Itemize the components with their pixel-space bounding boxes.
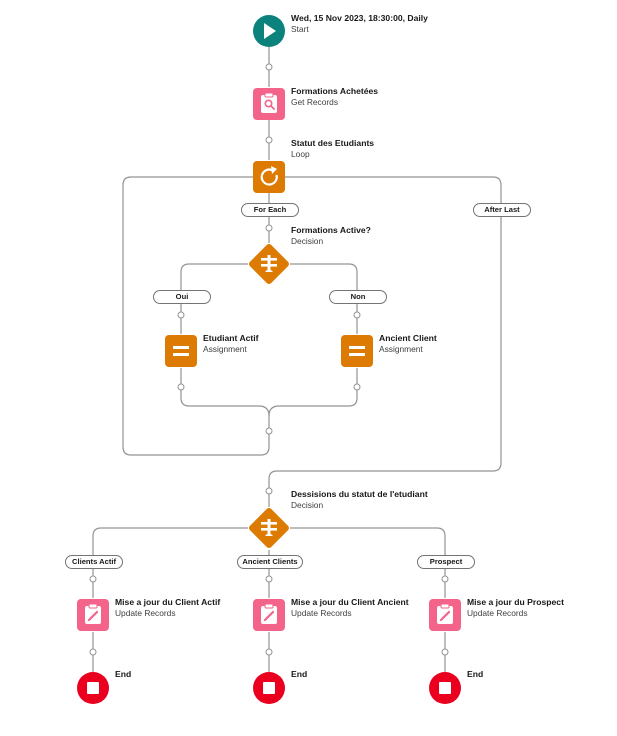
start-label: Wed, 15 Nov 2023, 18:30:00, Daily Start xyxy=(291,13,428,35)
get-records-label: Formations Achetées Get Records xyxy=(291,86,378,108)
stop-icon xyxy=(263,682,275,694)
end2-label: End xyxy=(291,669,307,680)
prospect-connector-label[interactable]: Prospect xyxy=(417,555,475,569)
update3-label: Mise a jour du Prospect Update Records xyxy=(467,597,564,619)
oui-connector-label[interactable]: Oui xyxy=(153,290,211,304)
end-node-3[interactable] xyxy=(429,672,461,704)
assign2-title: Ancient Client xyxy=(379,333,437,343)
clients-actif-connector-label[interactable]: Clients Actif xyxy=(65,555,123,569)
loop-icon xyxy=(260,166,278,186)
update-client-actif-node[interactable] xyxy=(77,599,109,631)
decision-statut-node[interactable] xyxy=(248,507,290,549)
for-each-connector-label[interactable]: For Each xyxy=(241,203,299,217)
decision-icon xyxy=(261,255,277,272)
stop-icon xyxy=(439,682,451,694)
start-title: Wed, 15 Nov 2023, 18:30:00, Daily xyxy=(291,13,428,23)
decision1-subtitle: Decision xyxy=(291,236,324,246)
assignment-icon xyxy=(349,346,365,356)
assignment-etudiant-actif-node[interactable] xyxy=(165,335,197,367)
loop-node[interactable] xyxy=(253,161,285,193)
loop-title: Statut des Etudiants xyxy=(291,138,375,148)
assign1-label: Etudiant Actif Assignment xyxy=(203,333,259,355)
end-node-1[interactable] xyxy=(77,672,109,704)
assign1-subtitle: Assignment xyxy=(203,344,247,354)
start-node[interactable] xyxy=(253,15,285,47)
loop-label: Statut des Etudiants Loop xyxy=(291,138,374,160)
assign1-title: Etudiant Actif xyxy=(203,333,259,343)
end3-title: End xyxy=(467,669,484,679)
decision1-label: Formations Active? Decision xyxy=(291,225,371,247)
end1-label: End xyxy=(115,669,131,680)
search-record-icon xyxy=(261,92,277,113)
decision2-title: Dessisions du statut de l'etudiant xyxy=(291,489,428,499)
update3-title: Mise a jour du Prospect xyxy=(467,597,564,607)
end-node-2[interactable] xyxy=(253,672,285,704)
non-connector-label[interactable]: Non xyxy=(329,290,387,304)
get-records-title: Formations Achetées xyxy=(291,86,379,96)
assignment-ancient-client-node[interactable] xyxy=(341,335,373,367)
update1-title: Mise a jour du Client Actif xyxy=(115,597,221,607)
edit-record-icon xyxy=(261,603,277,624)
decision2-label: Dessisions du statut de l'etudiant Decis… xyxy=(291,489,428,511)
decision-icon xyxy=(261,519,277,536)
get-records-subtitle: Get Records xyxy=(291,97,339,107)
decision-formations-node[interactable] xyxy=(248,243,290,285)
end3-label: End xyxy=(467,669,483,680)
update-client-ancient-node[interactable] xyxy=(253,599,285,631)
decision2-subtitle: Decision xyxy=(291,500,324,510)
update2-subtitle: Update Records xyxy=(291,608,352,618)
ancient-clients-connector-label[interactable]: Ancient Clients xyxy=(237,555,303,569)
end2-title: End xyxy=(291,669,308,679)
decision1-title: Formations Active? xyxy=(291,225,371,235)
edit-record-icon xyxy=(85,603,101,624)
loop-subtitle: Loop xyxy=(291,149,310,159)
after-last-connector-label[interactable]: After Last xyxy=(473,203,531,217)
stop-icon xyxy=(87,682,99,694)
update1-label: Mise a jour du Client Actif Update Recor… xyxy=(115,597,220,619)
start-subtitle: Start xyxy=(291,24,309,34)
play-icon xyxy=(264,23,276,39)
update-prospect-node[interactable] xyxy=(429,599,461,631)
update3-subtitle: Update Records xyxy=(467,608,528,618)
assignment-icon xyxy=(173,346,189,356)
edit-record-icon xyxy=(437,603,453,624)
end1-title: End xyxy=(115,669,132,679)
connector-dots xyxy=(89,63,449,656)
update2-label: Mise a jour du Client Ancient Update Rec… xyxy=(291,597,409,619)
assign2-subtitle: Assignment xyxy=(379,344,423,354)
assign2-label: Ancient Client Assignment xyxy=(379,333,437,355)
get-records-node[interactable] xyxy=(253,88,285,120)
update1-subtitle: Update Records xyxy=(115,608,176,618)
update2-title: Mise a jour du Client Ancient xyxy=(291,597,409,607)
